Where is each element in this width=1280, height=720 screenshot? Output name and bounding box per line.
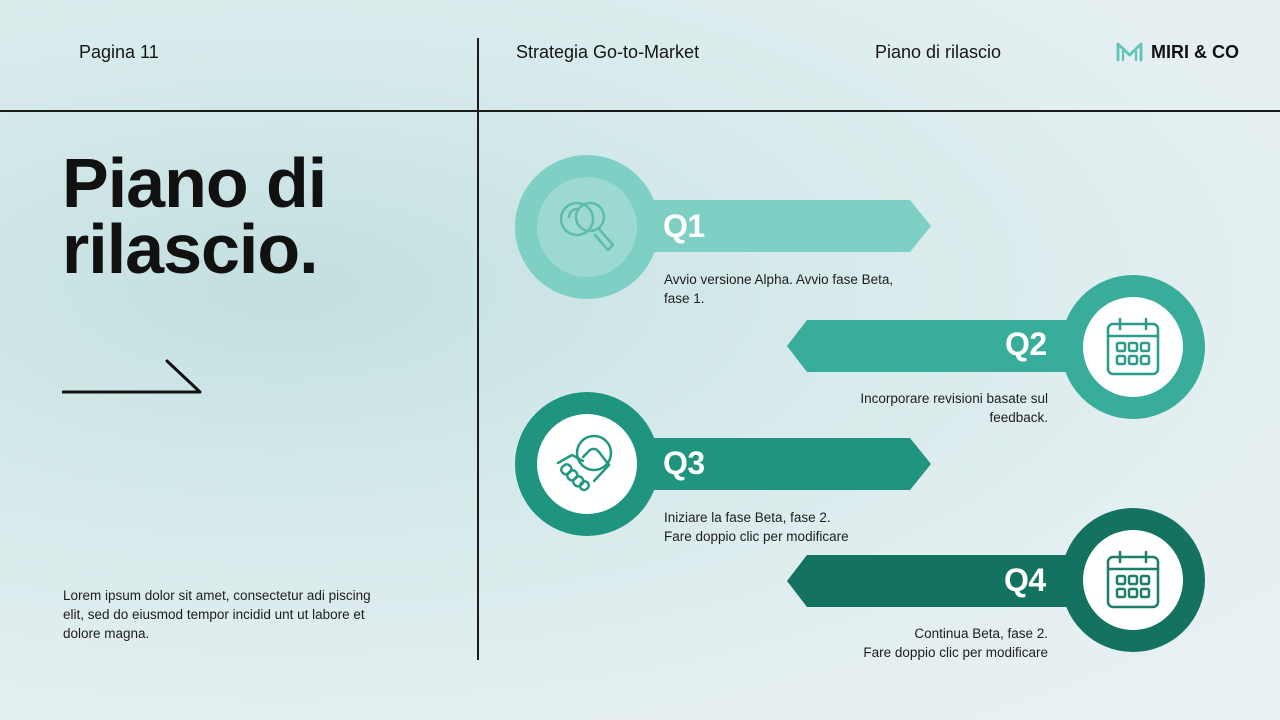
- q2-desc-line-1: Incorporare revisioni basate sul: [860, 391, 1048, 406]
- q3-desc-line-2: Fare doppio clic per modificare: [664, 529, 849, 544]
- q4-banner: [787, 555, 1116, 607]
- q3-ring: [515, 392, 659, 536]
- q1-desc-line-1: Avvio versione Alpha. Avvio fase Beta,: [664, 272, 894, 287]
- q3-description: Iniziare la fase Beta, fase 2. Fare dopp…: [664, 508, 849, 546]
- q4-desc-line-1: Continua Beta, fase 2.: [914, 626, 1048, 641]
- body-text: Lorem ipsum dolor sit amet, consectetur …: [63, 588, 371, 641]
- search-icon: [559, 201, 615, 252]
- page-number: Pagina 11: [79, 42, 159, 62]
- handshake-icon: [556, 434, 613, 492]
- q1-desc-line-2: fase 1.: [664, 291, 705, 306]
- q4-ring: [1061, 508, 1205, 652]
- title-line-2: rilascio.: [62, 210, 319, 288]
- page-title: Piano di rilascio.: [62, 144, 327, 288]
- section-title: Strategia Go-to-Market: [516, 42, 700, 62]
- calendar-icon: [1106, 317, 1160, 376]
- calendar-icon: [1106, 550, 1160, 609]
- q2-ring: [1061, 275, 1205, 419]
- q1-label: Q1: [663, 208, 705, 244]
- q3-desc-line-1: Iniziare la fase Beta, fase 2.: [664, 510, 831, 525]
- q4-desc-line-2: Fare doppio clic per modificare: [863, 645, 1048, 660]
- title-line-1: Piano di: [62, 144, 327, 222]
- arrow-right-icon: [62, 359, 202, 394]
- q1-description: Avvio versione Alpha. Avvio fase Beta, f…: [664, 270, 893, 308]
- q3-label: Q3: [663, 445, 705, 481]
- q1-ring: [515, 155, 659, 299]
- q2-description: Incorporare revisioni basate sul feedbac…: [798, 389, 1048, 427]
- header-divider: [0, 110, 1280, 112]
- q1-banner: [600, 200, 931, 252]
- q4-label: Q4: [1004, 562, 1046, 598]
- q2-desc-line-2: feedback.: [989, 410, 1048, 425]
- subsection-title: Piano di rilascio: [875, 42, 1002, 62]
- q2-banner: [787, 320, 1116, 372]
- brand: MIRI & CO: [1116, 41, 1239, 63]
- brand-name: MIRI & CO: [1151, 41, 1239, 62]
- q3-banner: [600, 438, 931, 490]
- q4-description: Continua Beta, fase 2. Fare doppio clic …: [798, 624, 1048, 662]
- brand-logo-icon: [1116, 42, 1143, 62]
- column-divider: [477, 38, 479, 660]
- q2-label: Q2: [1005, 326, 1047, 362]
